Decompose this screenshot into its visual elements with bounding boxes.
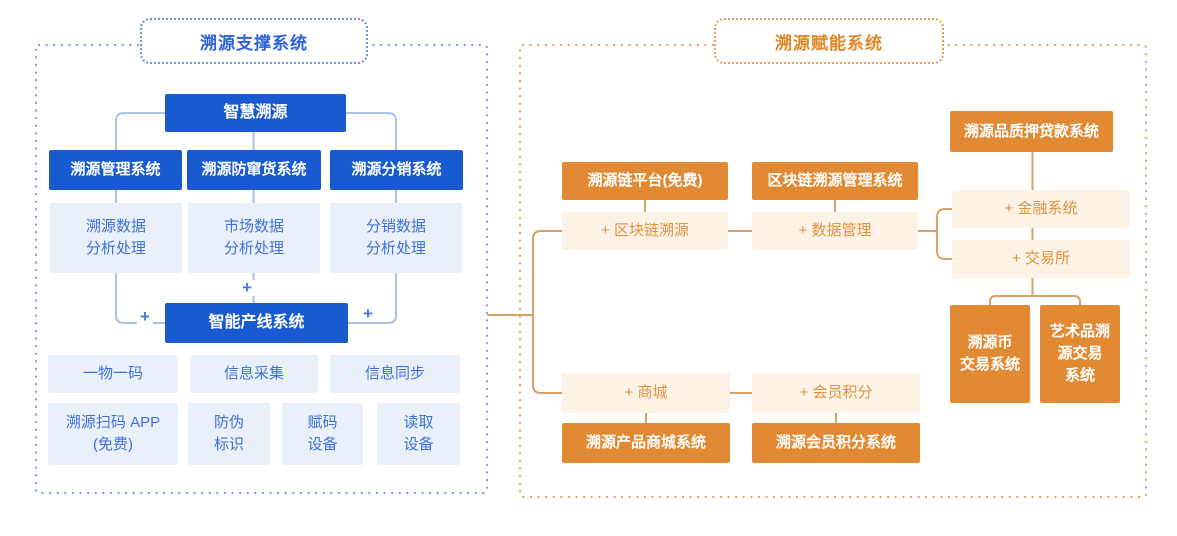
- left-panel-border: [34, 43, 489, 495]
- trace-chain-platform-box: 溯源链平台(免费): [562, 162, 728, 200]
- trace-member-points-system-box: 溯源会员积分系统: [752, 423, 920, 463]
- distribution-data-analysis-box: 分销数据 分析处理: [330, 203, 462, 273]
- trace-scan-app-box: 溯源扫码 APP (免费): [48, 403, 178, 465]
- plus-sign: +: [360, 304, 376, 323]
- right-panel-title: 溯源赋能系统: [714, 18, 944, 64]
- plus-sign: +: [239, 278, 255, 297]
- trace-product-mall-system-box: 溯源产品商城系统: [562, 423, 730, 463]
- exchange-box: + 交易所: [952, 240, 1130, 278]
- right-panel-border: [518, 43, 1148, 499]
- info-sync-box: 信息同步: [330, 355, 460, 393]
- plus-sign: +: [137, 307, 153, 326]
- trace-coin-trading-system-box: 溯源币 交易系统: [950, 305, 1030, 403]
- trace-management-system-box: 溯源管理系统: [49, 150, 182, 190]
- artwork-trace-trading-system-box: 艺术品溯 源交易 系统: [1040, 305, 1120, 403]
- quality-pledge-loan-system-box: 溯源品质押贷款系统: [950, 111, 1113, 152]
- data-management-box: + 数据管理: [752, 212, 918, 250]
- smart-trace-box: 智慧溯源: [165, 94, 346, 132]
- member-points-box: + 会员积分: [752, 373, 920, 413]
- smart-production-line-box: 智能产线系统: [165, 303, 348, 343]
- trace-distribution-system-box: 溯源分销系统: [330, 150, 463, 190]
- blockchain-trace-mgmt-system-box: 区块链溯源管理系统: [752, 162, 918, 200]
- info-collection-box: 信息采集: [190, 355, 318, 393]
- trace-data-analysis-box: 溯源数据 分析处理: [50, 203, 182, 273]
- market-data-analysis-box: 市场数据 分析处理: [188, 203, 320, 273]
- one-item-one-code-box: 一物一码: [48, 355, 178, 393]
- mall-box: + 商城: [562, 373, 730, 413]
- blockchain-trace-box: + 区块链溯源: [562, 212, 728, 250]
- anti-counterfeit-system-box: 溯源防窜货系统: [187, 150, 321, 190]
- finance-system-box: + 金融系统: [952, 190, 1130, 228]
- coding-device-box: 赋码 设备: [282, 403, 363, 465]
- left-panel-title: 溯源支撑系统: [140, 18, 368, 64]
- anti-fake-label-box: 防伪 标识: [188, 403, 270, 465]
- reading-device-box: 读取 设备: [377, 403, 460, 465]
